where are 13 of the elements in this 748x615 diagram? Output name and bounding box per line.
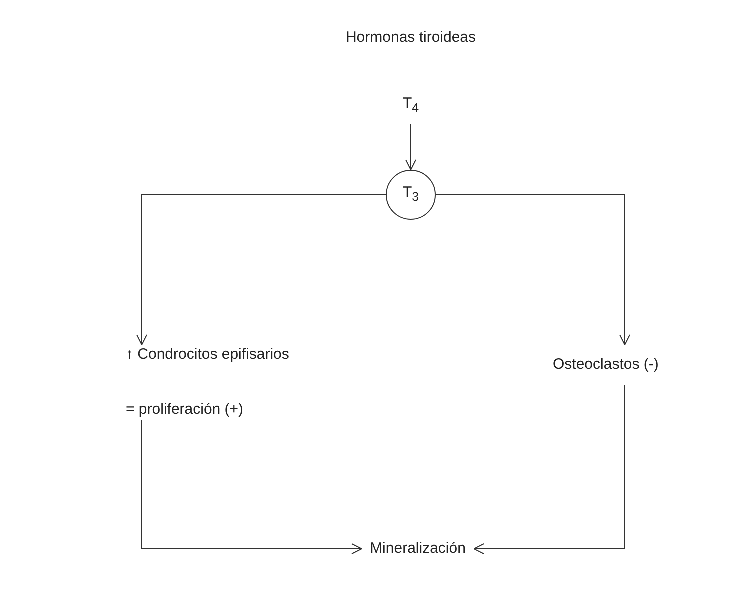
node-text: T$_{3}$ [402,183,420,206]
node-text: = proliferación (+) [126,400,244,420]
arrow [474,384,626,554]
node-text: Osteoclastos (-) [553,355,659,375]
node-text: ↑ Condrocitos epifisarios [126,345,290,365]
circle-node [386,170,436,220]
diagram-title: Hormonas tiroideas [344,28,478,48]
node-text: T$_{4}$ [402,94,420,117]
arrow [136,194,386,346]
arrow [406,124,416,170]
arrow [436,194,630,346]
arrow [142,420,362,554]
node-text: Mineralización [370,539,466,559]
